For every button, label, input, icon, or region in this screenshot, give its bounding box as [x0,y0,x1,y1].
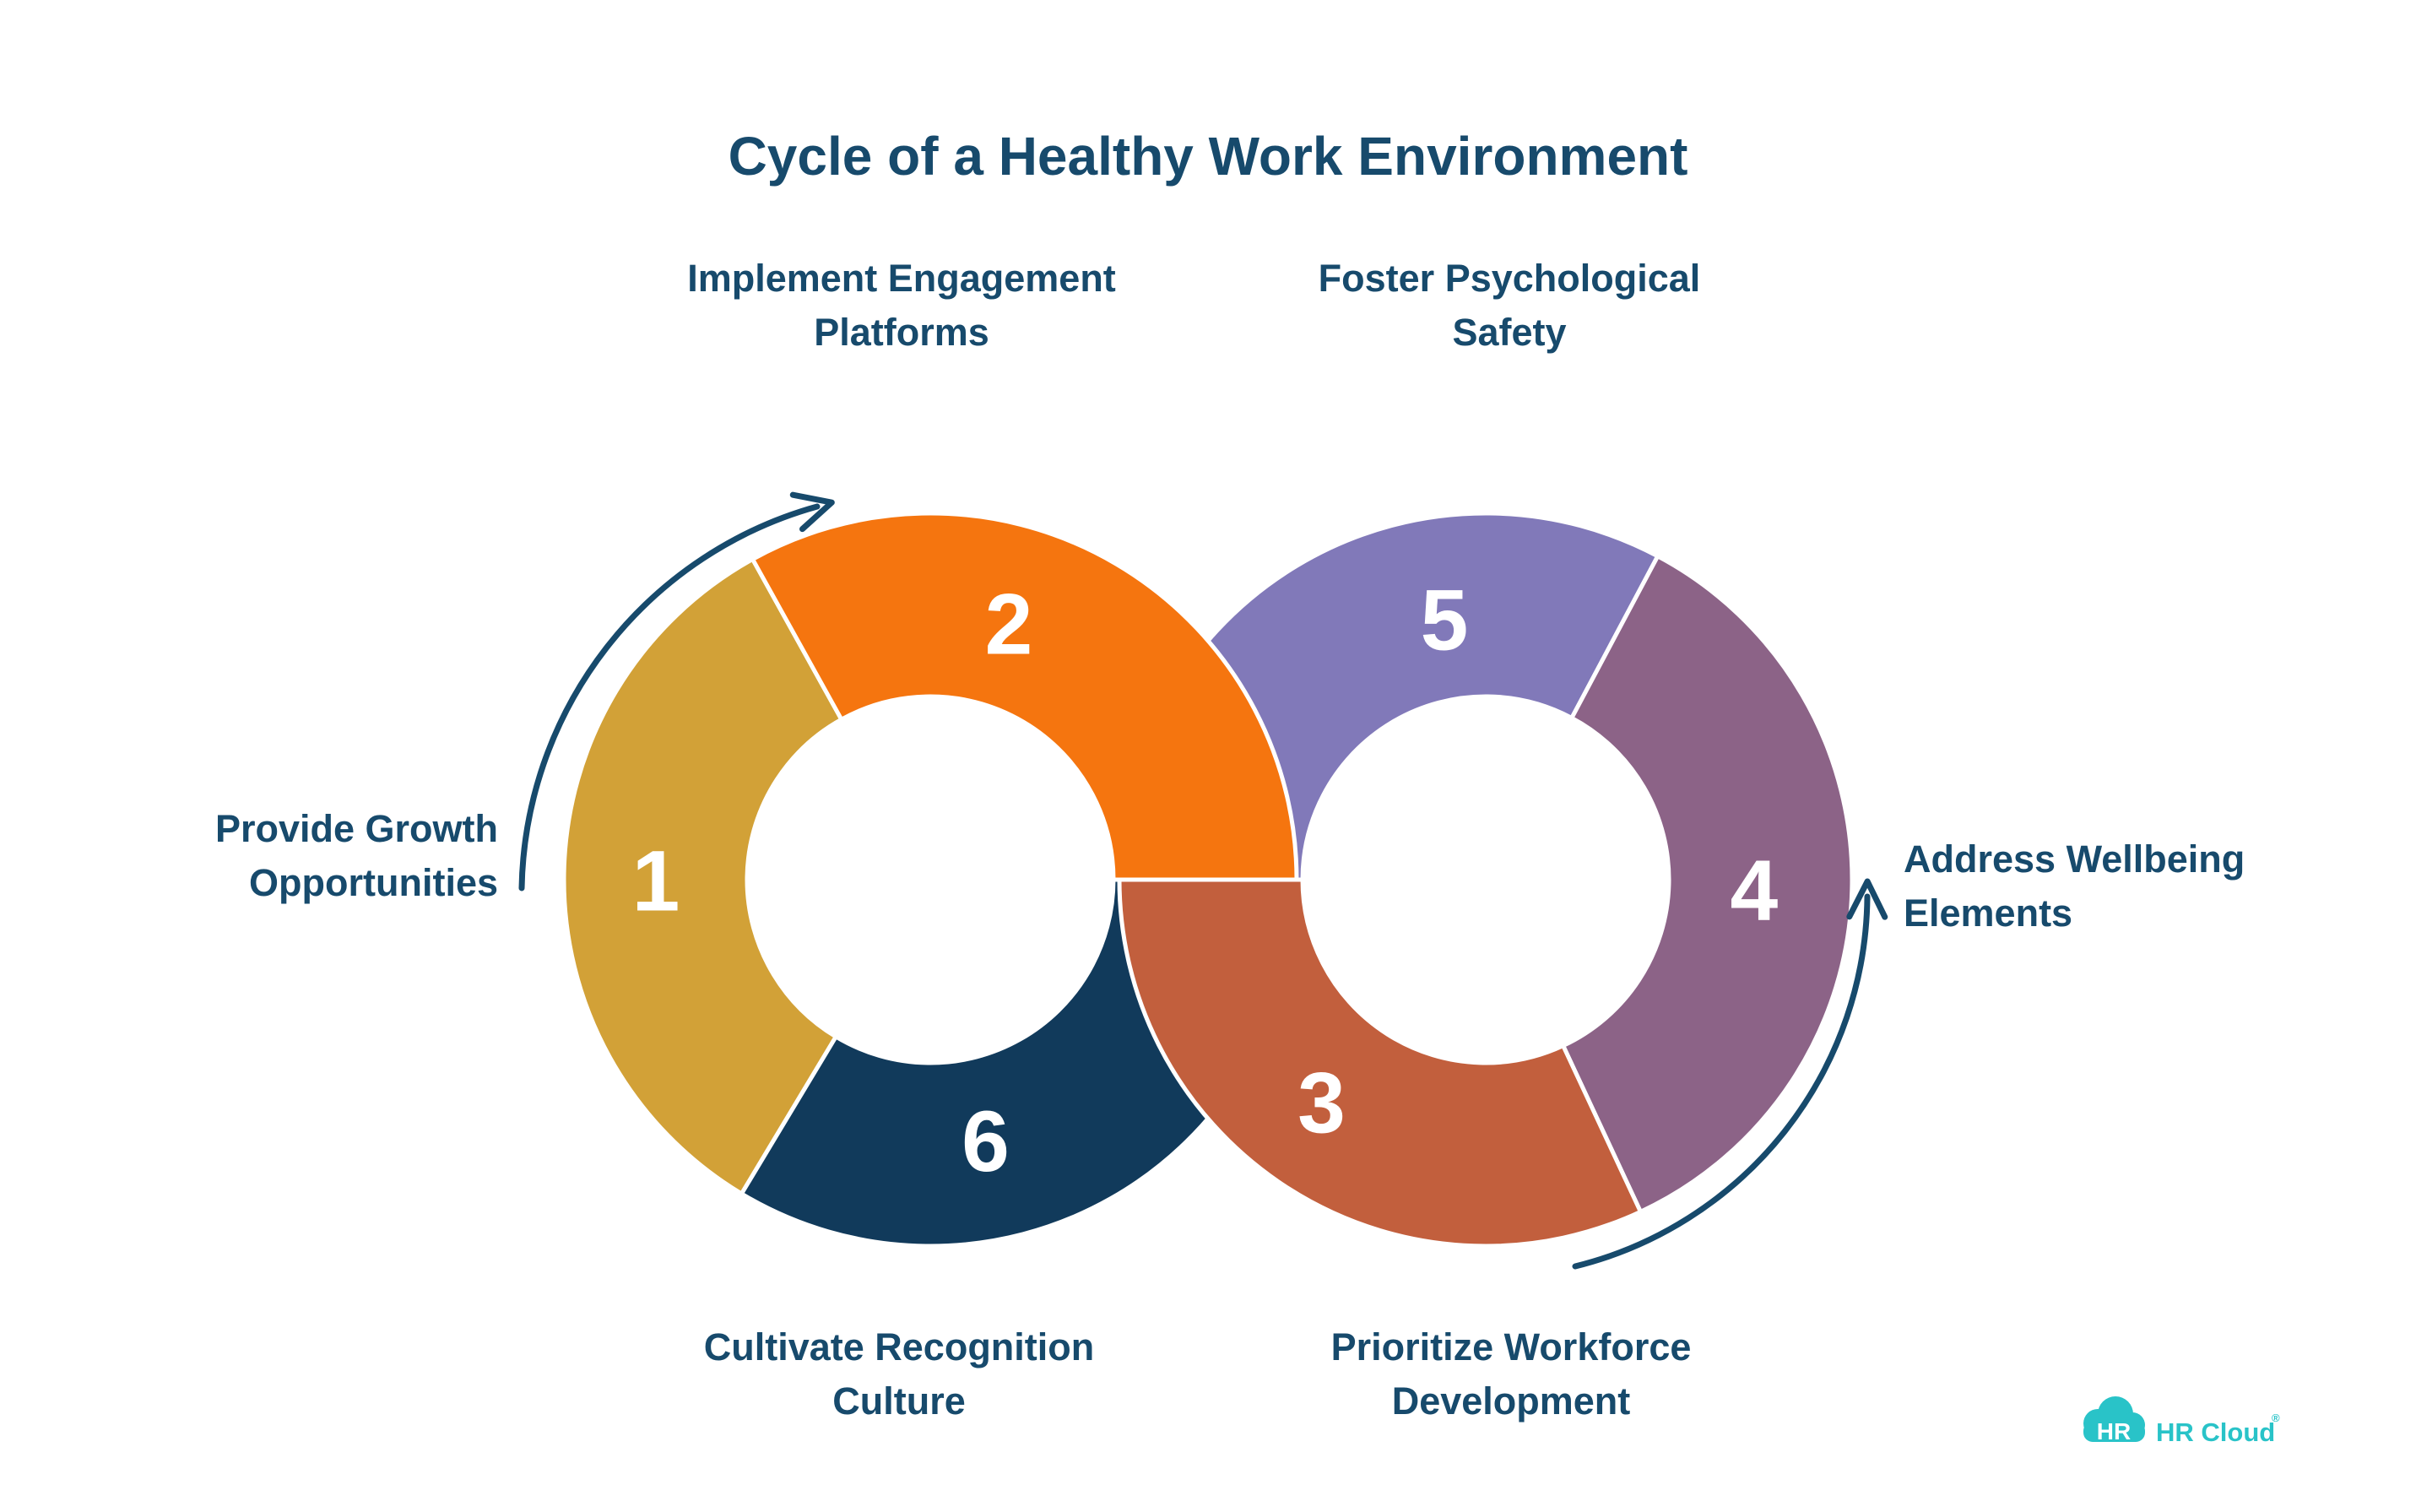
step-label-line: Opportunities [249,860,498,904]
segment-arc-1 [561,556,844,1196]
segment-number-5: 5 [1421,572,1469,669]
step-label-line: Elements [1904,891,2073,935]
logo-wordmark: HR Cloud [2156,1417,2275,1447]
logo-badge-text: HR [2097,1418,2131,1444]
hr-cloud-logo: HR HR Cloud ® [2083,1396,2280,1447]
step-label-cultivate-recognition-culture: Cultivate Recognition Culture [646,1320,1152,1428]
step-label-line: Provide Growth [214,807,498,850]
step-label-line: Implement Engagement [687,257,1116,300]
segment-arc-2 [750,511,1299,882]
step-label-line: Platforms [814,310,989,354]
step-label-line: Development [1391,1379,1631,1423]
segment-number-4: 4 [1730,843,1778,939]
step-label-line: Culture [832,1379,966,1423]
segment-arc-4 [1561,554,1855,1214]
segment-number-6: 6 [962,1093,1010,1190]
segment-numbers: 5 4 1 6 2 3 [632,572,1779,1190]
step-label-line: Address Wellbeing [1904,837,2245,881]
step-label-implement-engagement: Implement Engagement Platforms [648,252,1155,360]
segment-number-2: 2 [985,577,1033,673]
step-label-prioritize-workforce-development: Prioritize Workforce Development [1258,1320,1764,1428]
ring-segments [561,511,1855,1249]
step-label-line: Foster Psychological [1318,257,1701,300]
step-label-foster-psychological-safety: Foster Psychological Safety [1256,252,1763,360]
cycle-arrow-bottom-right [1572,878,1888,1270]
cycle-arrow-top-left [518,491,835,891]
step-label-line: Prioritize Workforce [1330,1325,1692,1368]
step-label-line: Cultivate Recognition [703,1325,1095,1368]
page-title: Cycle of a Healthy Work Environment [728,126,1688,187]
segment-arc-3 [1117,877,1643,1249]
step-label-address-wellbeing-elements: Address Wellbeing Elements [1904,832,2359,940]
flow-arrows [518,491,1888,1270]
step-label-line: Safety [1452,310,1567,354]
segment-number-3: 3 [1297,1055,1346,1152]
logo-registered-mark: ® [2272,1412,2280,1424]
segment-number-1: 1 [632,833,680,929]
step-label-provide-growth-opportunities: Provide Growth Opportunities [110,802,498,910]
cloud-icon [2083,1396,2145,1442]
